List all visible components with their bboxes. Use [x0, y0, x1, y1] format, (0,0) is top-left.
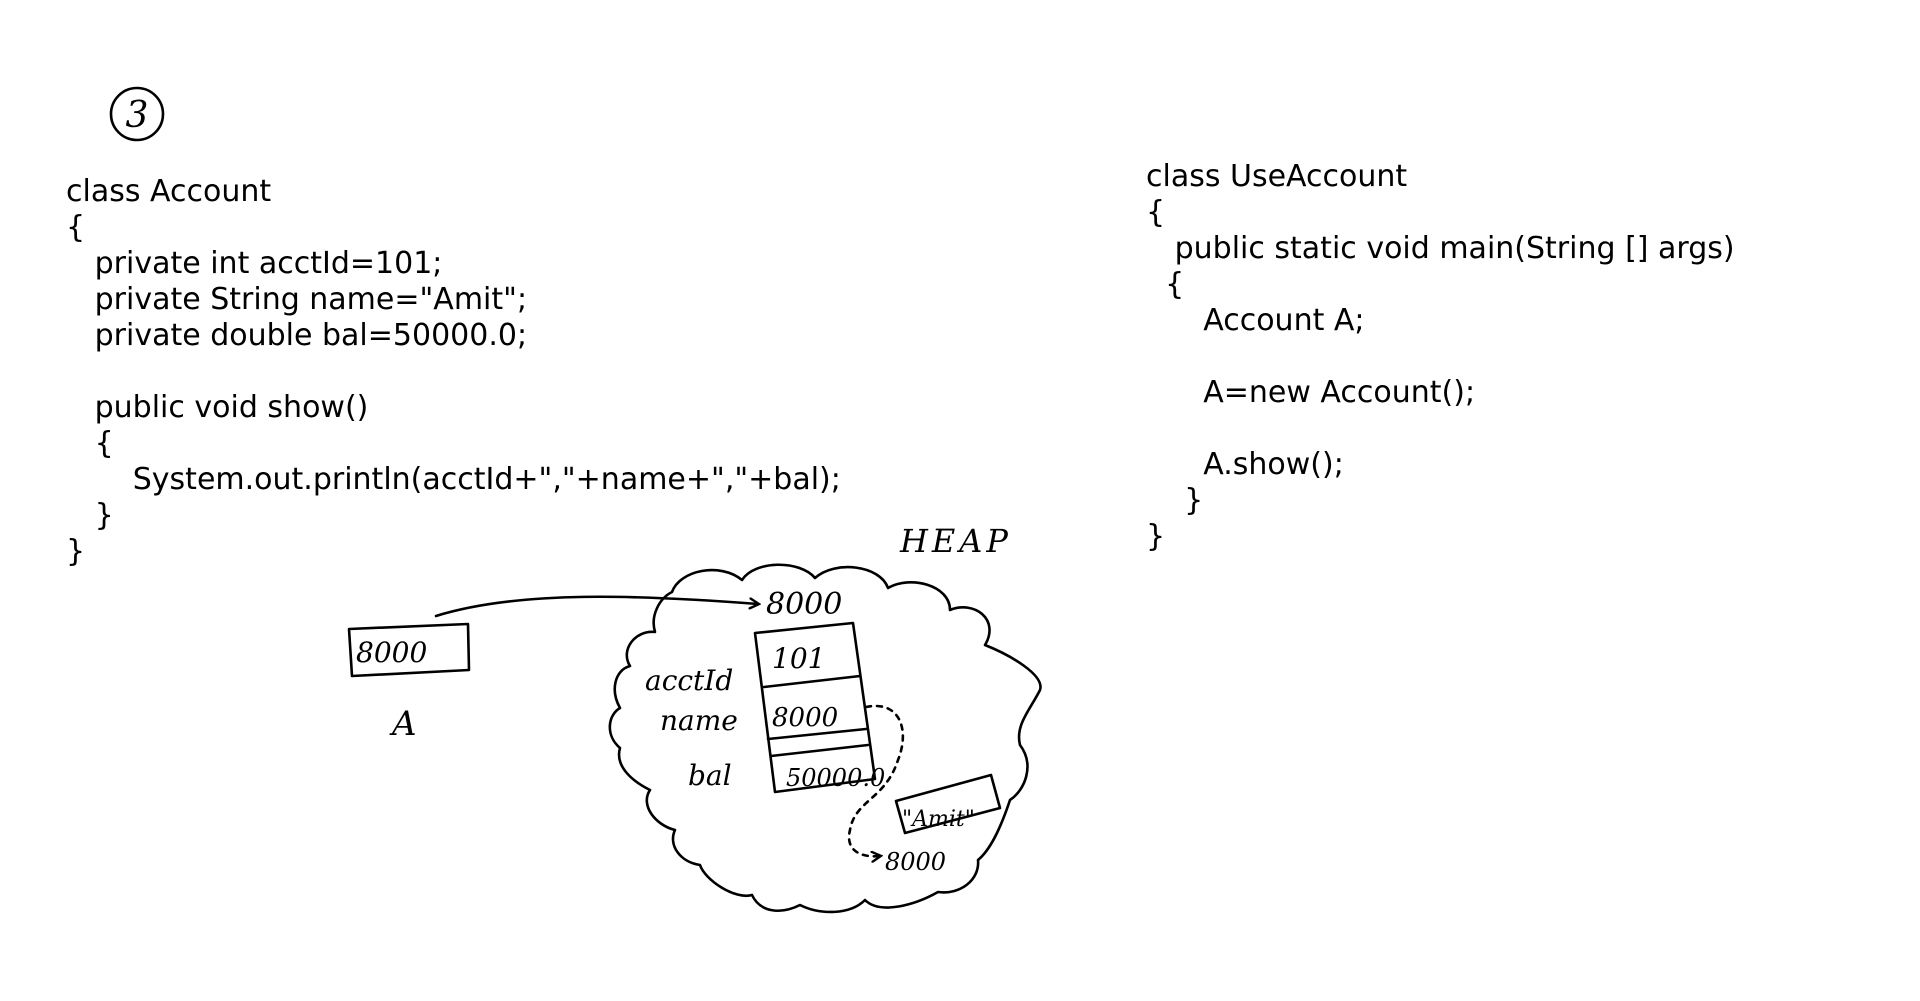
- code-line: A=new Account();: [1146, 375, 1476, 410]
- field-name-name: name: [660, 704, 738, 737]
- code-line: Account A;: [1146, 303, 1365, 338]
- code-line: }: [66, 534, 86, 569]
- page-number-circle: [109, 86, 165, 142]
- page-number-marker: 3: [109, 86, 165, 142]
- string-object: "Amit" 8000: [885, 773, 1002, 876]
- page-number-text: 3: [126, 95, 149, 136]
- reference-value: 8000: [356, 636, 427, 669]
- string-box: [894, 773, 1002, 835]
- code-line: {: [1146, 267, 1185, 302]
- code-line: private double bal=50000.0;: [66, 318, 528, 353]
- object-address: 8000: [766, 587, 842, 622]
- code-line: }: [1146, 519, 1166, 554]
- field-name-acctid: acctId: [645, 664, 733, 697]
- code-line: {: [1146, 195, 1166, 230]
- reference-arrow: [434, 595, 758, 618]
- code-line: class Account: [66, 174, 272, 209]
- reference-box: [347, 622, 471, 678]
- useaccount-class-code: class UseAccount{ public static void mai…: [1146, 159, 1735, 555]
- code-line: A.show();: [1146, 447, 1344, 482]
- code-line: System.out.println(acctId+","+name+","+b…: [66, 462, 841, 497]
- string-reference-arrow: [847, 704, 905, 856]
- field-divider: [762, 674, 862, 689]
- code-line: private int acctId=101;: [66, 246, 443, 281]
- code-line: class UseAccount: [1146, 159, 1408, 194]
- code-line: }: [66, 498, 114, 533]
- code-line: {: [66, 210, 86, 245]
- field-divider: [769, 743, 870, 758]
- field-value-bal: 50000.0: [786, 764, 885, 792]
- field-value-name: 8000: [772, 703, 838, 733]
- string-address: 8000: [885, 848, 946, 876]
- string-value: "Amit": [902, 807, 975, 832]
- heap-cloud: [608, 563, 1042, 914]
- code-line: private String name="Amit";: [66, 282, 528, 317]
- code-line: public static void main(String [] args): [1146, 231, 1735, 266]
- code-line: }: [1146, 483, 1204, 518]
- field-divider: [766, 727, 868, 741]
- field-value-acctid: 101: [772, 642, 825, 675]
- heap-label: HEAP: [899, 522, 1012, 560]
- reference-name: A: [389, 704, 417, 744]
- code-line: public void show(): [66, 390, 369, 425]
- reference-variable: 8000 A: [347, 622, 471, 744]
- account-class-code: class Account{ private int acctId=101; p…: [66, 174, 841, 570]
- object-box: [753, 621, 877, 794]
- field-name-bal: bal: [688, 759, 732, 792]
- code-line: {: [66, 426, 114, 461]
